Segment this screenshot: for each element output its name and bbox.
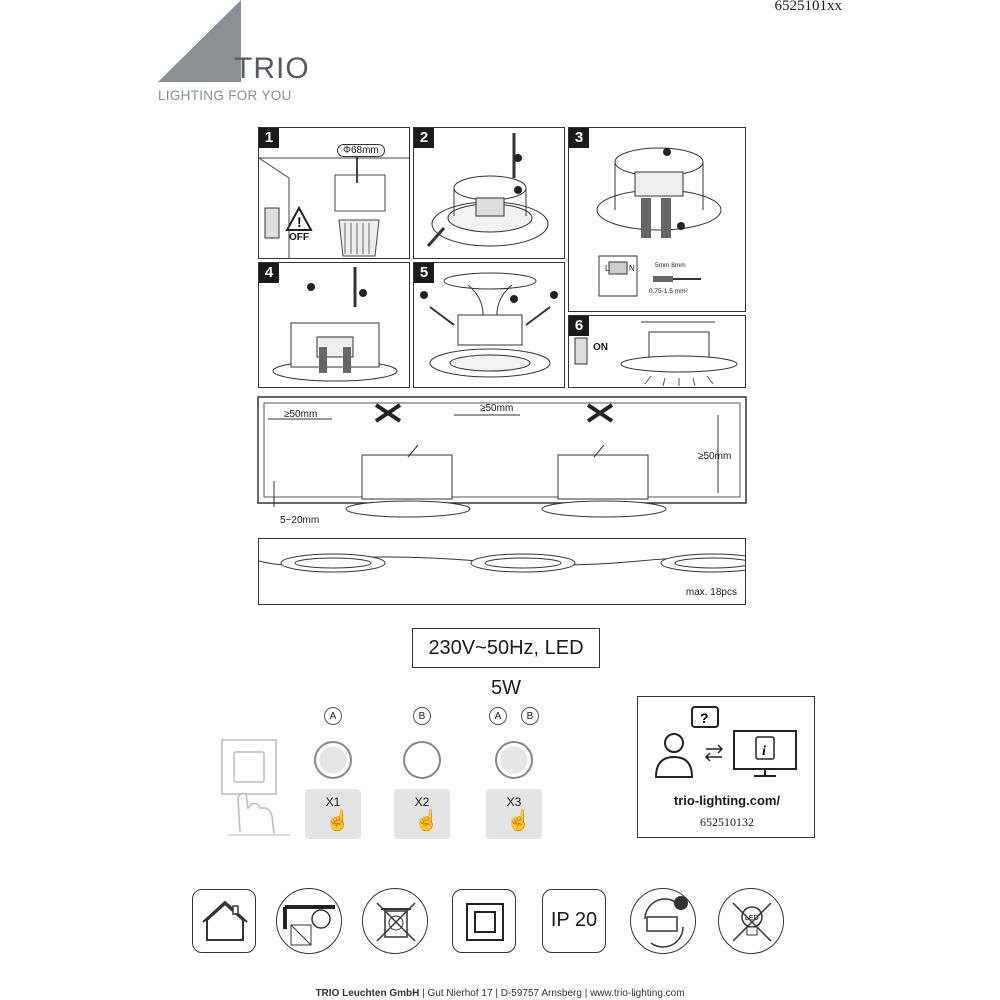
neutral-wire-label: N	[629, 264, 635, 273]
ip-rating-text: IP 20	[550, 909, 598, 931]
press-count: X1	[325, 795, 341, 809]
finger-tap-icon: ☝	[325, 810, 350, 832]
svg-text:?: ?	[700, 710, 709, 726]
brand-tagline: LIGHTING FOR YOU	[158, 88, 292, 103]
svg-text:LED: LED	[745, 915, 759, 922]
press-button[interactable]: X1 ☝	[305, 789, 361, 839]
led-letter: A	[494, 711, 502, 722]
logo-triangle-icon	[158, 0, 241, 82]
support-illustration: ? i	[654, 706, 797, 778]
led-letter: B	[526, 711, 534, 722]
lamp-icon	[495, 741, 533, 779]
step-number: 2	[414, 128, 434, 148]
rating-box: 230V~50Hz, LED 5W	[412, 628, 600, 699]
press-button[interactable]: X2 ☝	[394, 789, 450, 839]
footer-city: D-59757 Arnsberg	[500, 988, 582, 999]
wire-cross-section-label: 0.75-1.5 mm²	[649, 288, 688, 295]
finger-tap-icon: ☝	[506, 810, 531, 832]
clearance-diagram: ≥50mm ≥50mm ≥50mm 5~20mm	[257, 396, 747, 526]
step-3-panel: 3 L N 5mm 8mm 0.75-1.5 mm²	[568, 127, 746, 312]
ceiling-depth-label: 5~20mm	[280, 515, 320, 526]
brand-logo: TRIO LIGHTING FOR YOU	[158, 0, 310, 105]
led-letter: A	[329, 711, 337, 722]
step-number: 3	[569, 128, 589, 148]
brand-name: TRIO	[234, 52, 310, 85]
led-a-indicator: A	[489, 707, 507, 725]
on-label: ON	[593, 342, 608, 353]
step-number: 6	[569, 316, 589, 336]
switch-press-icon	[218, 738, 298, 838]
step-5-panel: 5	[413, 262, 565, 388]
replaceable-driver-symbol	[630, 888, 696, 954]
chain-drawing	[259, 553, 745, 573]
no-bin-disposal-symbol	[362, 888, 428, 954]
fixture-insert-drawing	[420, 272, 558, 378]
svg-text:!: !	[297, 214, 302, 230]
driver-replace-icon	[644, 896, 688, 948]
off-label: OFF	[289, 232, 309, 243]
step-6-panel: 6 ON	[568, 315, 746, 388]
step-number: 5	[414, 263, 434, 283]
footer-separator: |	[422, 988, 428, 999]
double-square-icon	[466, 903, 504, 941]
crossed-bin-icon	[376, 902, 416, 942]
footer-company: TRIO Leuchten GmbH	[315, 988, 420, 999]
step-4-panel: 4	[258, 262, 410, 388]
non-replaceable-led-symbol: LED	[718, 888, 784, 954]
fixture-installed-drawing	[574, 321, 738, 387]
side-clearance-label: ≥50mm	[284, 409, 318, 420]
between-clearance-label: ≥50mm	[480, 403, 514, 414]
step-number: 4	[259, 263, 279, 283]
lamp-icon	[403, 741, 441, 779]
footer-separator: |	[584, 988, 591, 999]
hole-diameter-label: Φ68mm	[337, 144, 385, 157]
no-cover-icon	[283, 905, 335, 946]
switch-mode-3: A B X3 ☝	[486, 705, 542, 840]
lamp-icon	[314, 741, 352, 779]
fixture-assembly-drawing	[272, 267, 398, 382]
ip-rating-symbol: IP 20	[542, 889, 606, 953]
max-quantity-label: max. 18pcs	[685, 587, 737, 598]
step-1-panel: 1 ! Φ68mm OFF	[258, 127, 410, 259]
live-wire-label: L	[605, 264, 610, 273]
wiring-drawing	[596, 147, 722, 297]
strip-length-label: 5mm 8mm	[655, 262, 686, 269]
press-button[interactable]: X3 ☝	[486, 789, 542, 839]
switch-mode-1: A X1 ☝	[305, 705, 361, 840]
footer-address: Gut Nierhof 17	[427, 988, 493, 999]
footer-separator: |	[495, 988, 501, 999]
doc-code: 6525101xx	[774, 0, 843, 14]
rating-text: 230V~50Hz, LED 5W	[428, 637, 584, 699]
led-a-indicator: A	[324, 707, 342, 725]
hand-press-switch-icon	[221, 739, 290, 836]
step-2-panel: 2	[413, 127, 565, 259]
led-b-indicator: B	[413, 707, 431, 725]
top-clearance-label: ≥50mm	[698, 451, 732, 462]
svg-text:i: i	[762, 744, 766, 759]
led-b-indicator: B	[521, 707, 539, 725]
finger-tap-icon: ☝	[414, 810, 439, 832]
press-count: X3	[506, 795, 522, 809]
no-insulation-cover-symbol	[276, 888, 342, 954]
switch-mode-2: B X2 ☝	[394, 705, 450, 840]
class-ii-symbol	[452, 889, 516, 953]
led-letter: B	[418, 711, 426, 722]
footer: TRIO Leuchten GmbH | Gut Nierhof 17 | D-…	[0, 988, 1000, 999]
chain-diagram: max. 18pcs	[258, 538, 746, 605]
footer-website[interactable]: www.trio-lighting.com	[590, 988, 685, 999]
support-code: 652510132	[700, 815, 754, 829]
clearance-drawing	[257, 396, 747, 518]
step-number: 1	[259, 128, 279, 148]
crossed-led-bulb-icon: LED	[732, 902, 772, 942]
fixture-spring-drawing	[426, 133, 549, 247]
house-icon	[202, 900, 248, 941]
press-count: X2	[414, 795, 430, 809]
ceiling-drill-drawing: !	[259, 156, 409, 258]
indoor-use-symbol	[192, 889, 256, 953]
support-url[interactable]: trio-lighting.com/	[673, 793, 781, 808]
info-box: ? i trio-lighting.com/ 652510132	[637, 696, 815, 838]
